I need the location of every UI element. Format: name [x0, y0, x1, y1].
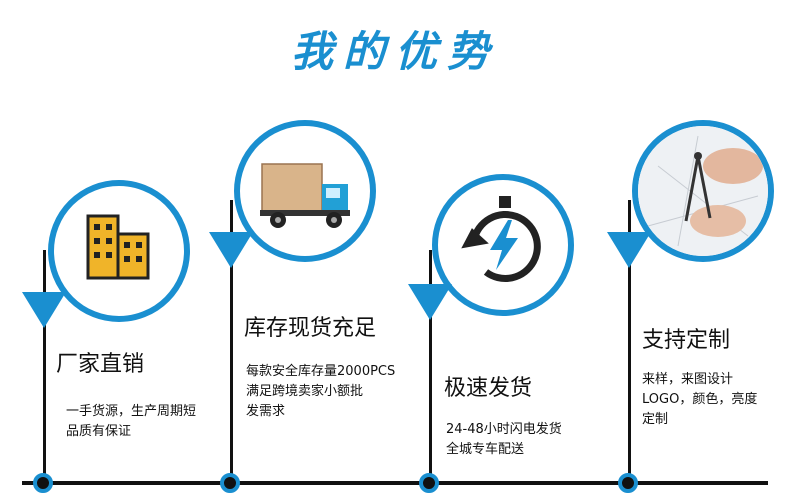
- card-desc-line: 发需求: [246, 404, 286, 419]
- ring-pointer: [607, 232, 651, 268]
- card-desc-line: 每款安全库存量2000PCS: [246, 364, 396, 379]
- circle-ring: [48, 180, 190, 322]
- factory-building-icon: [86, 214, 150, 280]
- card-desc-line: 24-48小时闪电发货: [446, 422, 562, 437]
- ring-pointer: [209, 232, 253, 268]
- circle-ring: [632, 120, 774, 262]
- vertical-line: [429, 250, 432, 482]
- card-desc-line: 一手货源，生产周期短: [66, 404, 197, 419]
- card-heading: 极速发货: [444, 376, 533, 401]
- card-desc-line: 全城专车配送: [446, 442, 525, 457]
- card-desc-line: 定制: [642, 412, 669, 427]
- card-heading: 库存现货充足: [244, 316, 377, 341]
- timeline-line: [22, 481, 768, 485]
- timeline-dot: [33, 473, 53, 493]
- timeline-dot: [618, 473, 638, 493]
- card-desc-line: 品质有保证: [66, 424, 132, 439]
- circle-ring: [432, 174, 574, 316]
- page-title: 我的优势: [290, 27, 499, 76]
- fast-lightning-icon: [461, 196, 541, 282]
- vertical-line: [628, 200, 631, 482]
- card-desc-line: 来样，来图设计: [642, 372, 734, 387]
- timeline-dot: [419, 473, 439, 493]
- circle-ring: [234, 120, 376, 262]
- card-heading: 支持定制: [642, 328, 731, 353]
- design-drawing-icon: [638, 126, 768, 256]
- card-heading: 厂家直销: [56, 352, 145, 377]
- card-desc-line: LOGO，颜色，亮度: [642, 392, 758, 407]
- ring-pointer: [408, 284, 452, 320]
- vertical-line: [43, 250, 46, 482]
- delivery-truck-icon: [260, 163, 350, 228]
- ring-pointer: [22, 292, 66, 328]
- card-desc-line: 满足跨境卖家小额批: [246, 384, 364, 399]
- timeline-dot: [220, 473, 240, 493]
- vertical-line: [230, 200, 233, 482]
